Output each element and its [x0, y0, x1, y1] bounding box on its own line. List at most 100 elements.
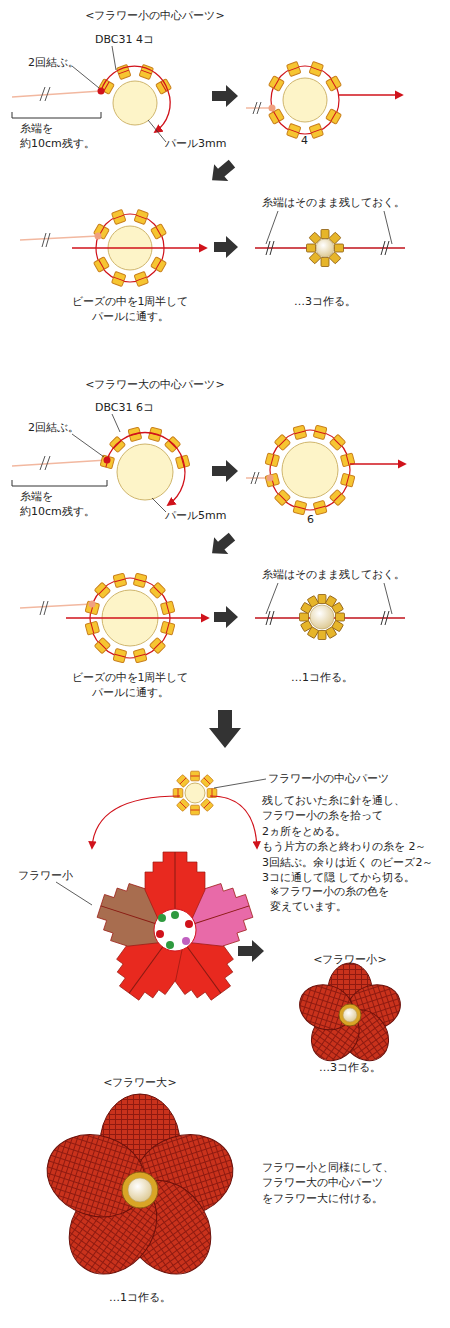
- bead: [176, 799, 189, 812]
- bead: [265, 453, 279, 467]
- note-label: 2回結ぶ。: [28, 420, 79, 435]
- bead: [326, 76, 342, 92]
- bead: [325, 627, 336, 639]
- bead: [151, 257, 167, 273]
- thread-path: [270, 430, 350, 510]
- bead-ring: [339, 1004, 361, 1026]
- leader-line: [72, 46, 166, 142]
- bead: [318, 595, 326, 604]
- step-arrow: [214, 236, 238, 258]
- leader-line: [72, 414, 166, 512]
- bead: [335, 244, 344, 252]
- pearl: [113, 81, 157, 125]
- leader-line: [266, 583, 392, 614]
- bead: [329, 489, 345, 505]
- count-label: …1コ作る。: [100, 1290, 180, 1305]
- bead: [149, 582, 165, 598]
- bead: [93, 224, 109, 240]
- bead: [309, 61, 323, 76]
- part-label: DBC31 4コ: [95, 32, 154, 47]
- bead: [176, 774, 189, 787]
- thread-tail: [12, 91, 101, 97]
- step-arrow: [212, 85, 238, 107]
- pearl: [185, 783, 205, 803]
- bead: [94, 582, 110, 598]
- bead: [175, 455, 189, 469]
- instruction-text: フラワー小と同様にして、 フラワー大の中心パーツ をフラワー大に付ける。: [262, 1160, 432, 1206]
- pearl: [282, 442, 338, 498]
- bead: [313, 500, 327, 514]
- knot: [98, 88, 105, 95]
- thread-bead: [158, 914, 166, 922]
- photo-heading: <フラワー小>: [300, 952, 400, 967]
- bead: [94, 637, 110, 653]
- step-arrow: [214, 606, 238, 628]
- thread-path: [101, 66, 170, 132]
- length-bracket: [12, 480, 107, 486]
- bead: [286, 123, 300, 138]
- pearl: [343, 1008, 357, 1022]
- pearl: [117, 444, 173, 500]
- break-mark: [42, 233, 50, 247]
- bead: [100, 455, 114, 469]
- thread-bead: [156, 930, 164, 938]
- bead: [301, 620, 313, 631]
- bead: [329, 434, 345, 450]
- bead: [268, 76, 284, 92]
- thread-path: [271, 66, 339, 134]
- section-arrow: [209, 710, 241, 748]
- pearl: [316, 239, 334, 257]
- bead: [309, 123, 323, 138]
- bead: [134, 209, 148, 224]
- step-arrow: [238, 940, 264, 962]
- bead: [318, 631, 326, 640]
- knot: [104, 457, 111, 464]
- knot: [269, 105, 276, 112]
- bead: [293, 425, 307, 439]
- break-mark: [251, 472, 259, 484]
- bead: [133, 648, 147, 662]
- thread-path: [210, 796, 257, 848]
- break-mark: [40, 87, 50, 101]
- bead: [201, 774, 214, 787]
- flower-assembly: [56, 852, 258, 1011]
- bead: [307, 596, 318, 608]
- step-two-small: [246, 61, 402, 138]
- step-two-large: [246, 425, 405, 515]
- count-label: 4: [301, 133, 308, 148]
- bead: [85, 601, 99, 615]
- bead: [340, 473, 354, 487]
- pearl: [310, 605, 334, 629]
- bead: [340, 453, 354, 467]
- bead: [313, 425, 327, 439]
- leader-line: [214, 779, 266, 788]
- part-label: パール5mm: [165, 508, 226, 523]
- bead: [151, 224, 167, 240]
- bead: [160, 621, 174, 635]
- note-label: 糸端はそのまま残しておく。: [262, 195, 405, 210]
- bead: [113, 573, 127, 587]
- bead: [274, 489, 290, 505]
- bead: [332, 602, 344, 613]
- bead: [191, 805, 200, 815]
- length-bracket: [12, 112, 101, 118]
- bead: [300, 613, 309, 621]
- dimension-label: 糸端を 約10cm残す。: [20, 489, 100, 520]
- small-flower-photo: [294, 963, 407, 1070]
- bead: [326, 109, 342, 125]
- bead: [201, 799, 214, 812]
- instruction-text: 残しておいた糸に針を通し、 フラワー小の糸を拾って 2ヵ所をとめる。 もう片方の…: [262, 793, 437, 885]
- bead: [111, 271, 125, 286]
- bead: [149, 637, 165, 653]
- thread-path: [350, 463, 405, 464]
- bead: [321, 230, 329, 239]
- thread-path: [66, 617, 208, 618]
- thread-bead: [171, 911, 179, 919]
- bead: [133, 573, 147, 587]
- thread-bead: [185, 920, 193, 928]
- bead: [293, 500, 307, 514]
- petal: [145, 852, 205, 930]
- step-arrow: [205, 155, 239, 189]
- count-label: …3コ作る。: [285, 294, 365, 309]
